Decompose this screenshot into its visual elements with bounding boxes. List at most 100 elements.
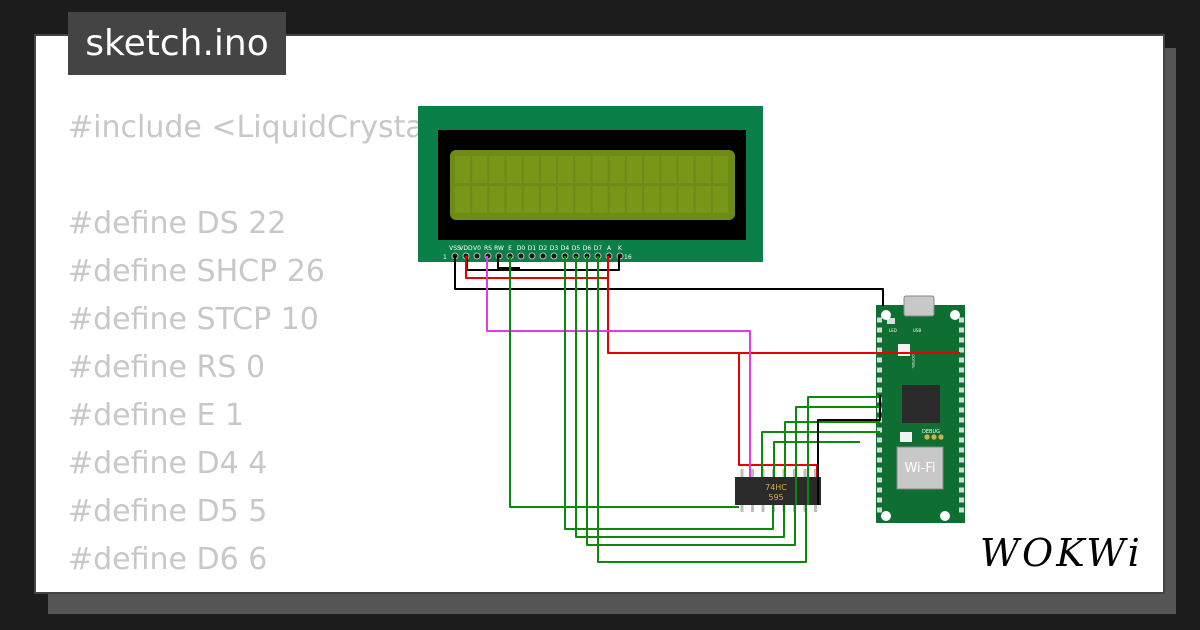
pico-pin bbox=[959, 347, 964, 353]
lcd-pin-label: VDD bbox=[459, 245, 473, 252]
wire-black bbox=[817, 395, 881, 505]
pico-pin bbox=[877, 347, 882, 353]
mounting-hole bbox=[940, 511, 950, 521]
pico-pin bbox=[959, 477, 964, 483]
wire-green bbox=[761, 431, 880, 477]
shift-register-label-1: 74HC bbox=[765, 483, 787, 492]
wokwi-logo-text: WOKWi bbox=[980, 531, 1143, 575]
code-editor: #include <LiquidCrystal #define DS 22 #def… bbox=[68, 104, 433, 592]
pico-pin bbox=[877, 427, 882, 433]
code-line: #define SHCP 26 bbox=[68, 254, 325, 289]
mounting-hole bbox=[950, 310, 960, 320]
wire-green bbox=[773, 441, 860, 477]
code-line: #include <LiquidCrystal bbox=[68, 110, 433, 145]
pico-pin bbox=[959, 357, 964, 363]
lcd-cell bbox=[609, 156, 625, 183]
wire-green bbox=[509, 256, 739, 508]
lcd-pin-label: D2 bbox=[539, 245, 548, 252]
lcd-cell bbox=[627, 156, 642, 183]
pico-pin bbox=[877, 437, 882, 443]
lcd-cell bbox=[627, 186, 642, 213]
lcd-cell bbox=[455, 186, 470, 213]
lcd-cell bbox=[678, 156, 694, 183]
shift-register-pin bbox=[803, 469, 807, 478]
pico-pin bbox=[959, 447, 964, 453]
lcd-pin-last: 16 bbox=[624, 254, 632, 261]
code-line: #define D6 6 bbox=[68, 542, 268, 577]
bootsel-button[interactable] bbox=[898, 344, 910, 356]
lcd-cell bbox=[592, 186, 608, 213]
shift-register-pin bbox=[814, 469, 817, 478]
lcd-pin-label: A bbox=[607, 245, 612, 252]
debug-pin bbox=[931, 434, 937, 440]
lcd-cell bbox=[489, 156, 505, 183]
wires bbox=[454, 256, 960, 563]
lcd-pin bbox=[517, 252, 525, 260]
wifi-label: Wi-Fi bbox=[904, 461, 935, 476]
lcd-cell bbox=[472, 156, 488, 183]
lcd-cell bbox=[713, 186, 728, 213]
lcd-cell bbox=[575, 186, 591, 213]
lcd-pin-label: D5 bbox=[572, 245, 581, 252]
shift-register-label-2: 595 bbox=[768, 493, 783, 502]
debug-pin bbox=[924, 434, 930, 440]
wire-red bbox=[607, 260, 960, 354]
wire-green bbox=[597, 256, 807, 563]
lcd-character-grid bbox=[455, 156, 728, 213]
pico-pin bbox=[877, 487, 882, 493]
lcd-cell bbox=[558, 156, 574, 183]
wire-green bbox=[564, 256, 774, 530]
lcd-pin-label: D6 bbox=[583, 245, 592, 252]
lcd-cell bbox=[489, 186, 505, 213]
pico-pin bbox=[959, 497, 964, 503]
mounting-hole bbox=[881, 310, 891, 320]
lcd-cell bbox=[609, 186, 625, 213]
lcd-cell bbox=[506, 156, 522, 183]
rp2040-chip bbox=[902, 385, 940, 423]
mounting-hole bbox=[881, 511, 891, 521]
lcd-pin-first: 1 bbox=[443, 254, 447, 261]
lcd-pin-label: D0 bbox=[517, 245, 526, 252]
shift-register-pin bbox=[761, 504, 765, 512]
pico-w-board[interactable]: USB LED BOOTSEL DEBUG Wi-Fi Raspberry Pi… bbox=[825, 295, 965, 523]
wokwi-logo: WOKWi bbox=[980, 531, 1143, 575]
pico-pin bbox=[959, 317, 964, 323]
lcd-cell bbox=[541, 156, 556, 183]
onboard-led bbox=[900, 432, 912, 442]
pico-pin bbox=[959, 387, 964, 393]
pico-pin bbox=[877, 377, 882, 383]
shift-register-pin bbox=[751, 469, 754, 478]
debug-pin bbox=[938, 434, 944, 440]
pico-pin bbox=[959, 377, 964, 383]
code-line: #define RS 0 bbox=[68, 350, 266, 385]
pico-pin bbox=[959, 397, 964, 403]
lcd-cell bbox=[506, 186, 522, 213]
wire-green bbox=[586, 256, 796, 546]
pico-pin bbox=[959, 327, 964, 333]
shift-register-pin bbox=[814, 504, 817, 512]
lcd-cell bbox=[678, 186, 694, 213]
pico-pin bbox=[959, 417, 964, 423]
file-tab[interactable]: sketch.ino bbox=[68, 12, 286, 75]
pico-pin bbox=[959, 337, 964, 343]
lcd-pin-label: D3 bbox=[550, 245, 559, 252]
lcd-cell bbox=[713, 156, 728, 183]
code-line: #define D4 4 bbox=[68, 446, 268, 481]
debug-label: DEBUG bbox=[922, 429, 940, 435]
led-icon bbox=[887, 318, 895, 324]
lcd-pin-label: V0 bbox=[473, 245, 481, 252]
wire-magenta bbox=[486, 256, 751, 477]
lcd-pin-label: VSS bbox=[449, 245, 461, 252]
code-line: #define D5 5 bbox=[68, 494, 268, 529]
wire-green bbox=[575, 256, 785, 538]
shift-register-pin bbox=[751, 504, 754, 512]
shift-register-pin bbox=[740, 469, 744, 478]
lcd-pin-label: E bbox=[508, 245, 512, 252]
lcd-pin-label: D4 bbox=[561, 245, 570, 252]
lcd-cell bbox=[523, 186, 539, 213]
code-line: #define E 1 bbox=[68, 398, 245, 433]
lcd-cell bbox=[472, 186, 488, 213]
code-line: #define DS 22 bbox=[68, 206, 287, 241]
